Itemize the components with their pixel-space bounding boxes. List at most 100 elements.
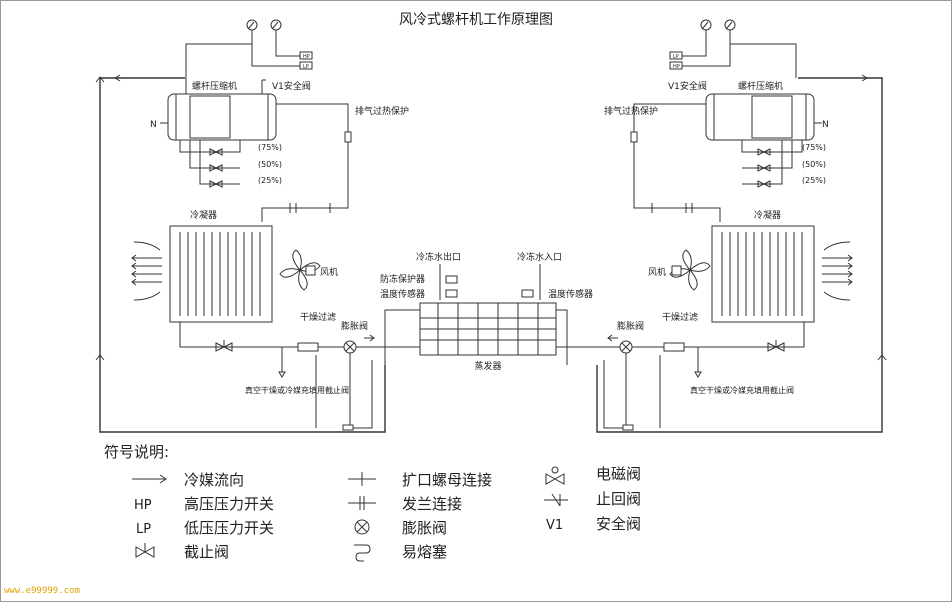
left-discharge-protect-label: 排气过热保护: [355, 105, 409, 117]
right-discharge-sensor: [630, 131, 638, 143]
left-lp-label: LP: [303, 64, 309, 70]
antifreeze-device: [445, 275, 458, 284]
right-fan-label: 风机: [648, 266, 666, 278]
svg-text:LP: LP: [136, 522, 151, 537]
legend-item-shutoff-valve: 截止阀: [135, 543, 229, 561]
left-solenoid-75: [209, 148, 223, 156]
left-fan-icon: [279, 249, 321, 291]
left-lp-switch: [299, 61, 313, 70]
left-flow-arrow-up: [95, 76, 105, 83]
svg-text:冷媒流向: 冷媒流向: [184, 471, 244, 489]
right-condenser: [711, 225, 815, 323]
svg-text:膨胀阀: 膨胀阀: [402, 519, 447, 537]
left-flow-arrow-up-2: [95, 354, 105, 361]
water-in-label: 冷冻水入口: [517, 251, 562, 263]
left-filter-dryer: [297, 342, 319, 352]
right-discharge-pipe: [633, 103, 706, 209]
left-solenoid-25: [209, 180, 223, 188]
svg-text:HP: HP: [134, 498, 152, 513]
right-airflow-arrows: [822, 241, 853, 301]
right-shutoff-valve: [767, 342, 785, 352]
water-out-label: 冷冻水出口: [416, 251, 461, 263]
right-fan-icon: [669, 249, 711, 291]
left-filter-label: 干燥过滤: [300, 311, 336, 323]
right-flow-arrow-up: [877, 354, 887, 361]
right-hp-label: HP: [673, 64, 680, 70]
left-liquid-pipe: [179, 322, 400, 348]
temp-sensor-left: [445, 289, 458, 298]
svg-text:V1: V1: [546, 518, 563, 533]
right-expansion-label: 膨胀阀: [617, 320, 644, 332]
left-shutoff-valve: [215, 342, 233, 352]
svg-text:止回阀: 止回阀: [596, 490, 641, 508]
left-solenoid-50: [209, 164, 223, 172]
right-vacuum-valve-label: 真空干燥或冷媒充填用截止阀: [690, 385, 794, 395]
temp-sensor-right: [521, 289, 534, 298]
right-pct-50: (50%): [802, 160, 826, 169]
right-flow-arrow-right: [861, 74, 868, 82]
left-pct-25: (25%): [258, 176, 282, 185]
right-solenoid-25: [757, 180, 771, 188]
left-check-symbol: N: [150, 120, 157, 130]
right-return-pipe: [596, 77, 883, 433]
right-unit: LP HP 螺杆压缩机 V1安全阀 N 排气过热保护 (75%) (50%) (…: [575, 19, 887, 433]
left-compressor-label: 螺杆压缩机: [192, 80, 237, 92]
evaporator-label: 蒸发器: [474, 360, 501, 372]
right-filter-label: 干燥过滤: [662, 311, 698, 323]
temp-sensor-right-label: 温度传感器: [548, 288, 593, 300]
legend-item-flange: 发兰连接: [348, 495, 462, 513]
left-condenser-fins: [179, 232, 261, 316]
left-hp-switch: [299, 51, 313, 60]
svg-text:低压压力开关: 低压压力开关: [184, 519, 274, 537]
legend-item-fusible-plug: 易熔塞: [354, 543, 447, 562]
left-condenser: [169, 225, 273, 323]
right-check-symbol: N: [822, 120, 829, 130]
legend-item-lp: LP 低压压力开关: [136, 519, 274, 537]
right-compressor: [705, 93, 815, 141]
right-safety-valve-label: V1安全阀: [668, 80, 707, 92]
right-solenoid-50: [757, 164, 771, 172]
left-expansion-label: 膨胀阀: [341, 320, 368, 332]
left-safety-valve-label: V1安全阀: [272, 80, 311, 92]
svg-text:安全阀: 安全阀: [596, 515, 641, 533]
right-discharge-protect-label: 排气过热保护: [604, 105, 658, 117]
legend-item-safety-valve: V1 安全阀: [546, 515, 641, 533]
antifreeze-label: 防冻保护器: [380, 273, 425, 285]
left-flow-arrow-left: [114, 74, 121, 82]
left-discharge-sensor: [344, 131, 352, 143]
svg-text:易熔塞: 易熔塞: [402, 543, 447, 561]
svg-text:扩口螺母连接: 扩口螺母连接: [402, 471, 492, 489]
left-vacuum-valve-label: 真空干燥或冷媒充填用截止阀: [245, 385, 349, 395]
legend-item-hp: HP 高压压力开关: [134, 495, 274, 513]
right-solenoid-75: [757, 148, 771, 156]
legend-item-flare-nut: 扩口螺母连接: [348, 471, 492, 489]
legend: 符号说明: 冷媒流向 HP 高压压力开关 LP 低压压力开关 截止阀 扩口螺母连…: [104, 443, 641, 562]
left-return-pipe: [99, 77, 386, 433]
legend-item-flow: 冷媒流向: [132, 471, 244, 489]
legend-item-expansion-valve: 膨胀阀: [354, 519, 447, 537]
left-fan-label: 风机: [320, 266, 338, 278]
watermark-text: www.e99999.com: [4, 586, 80, 596]
legend-heading: 符号说明:: [104, 443, 169, 461]
left-airflow-arrows: [131, 241, 162, 301]
right-lp-label: LP: [673, 54, 679, 60]
right-hp-switch: [669, 61, 683, 70]
right-lp-switch: [669, 51, 683, 60]
right-pct-25: (25%): [802, 176, 826, 185]
left-pct-75: (75%): [258, 143, 282, 152]
left-vacuum-valve: [278, 371, 286, 378]
center-evaporator-group: 冷冻水出口 冷冻水入口 防冻保护器 温度传感器 温度传感器 蒸发器: [380, 251, 593, 372]
left-pct-50: (50%): [258, 160, 282, 169]
right-vacuum-valve: [694, 371, 702, 378]
svg-text:截止阀: 截止阀: [184, 543, 229, 561]
legend-item-solenoid-valve: 电磁阀: [545, 465, 641, 485]
right-compressor-label: 螺杆压缩机: [738, 80, 783, 92]
right-condenser-label: 冷凝器: [754, 209, 781, 221]
right-pct-75: (75%): [802, 143, 826, 152]
right-liquid-pipe: [575, 322, 805, 348]
left-discharge-pipe: [276, 103, 349, 209]
left-compressor: [167, 93, 277, 141]
diagram-title: 风冷式螺杆机工作原理图: [399, 12, 553, 28]
